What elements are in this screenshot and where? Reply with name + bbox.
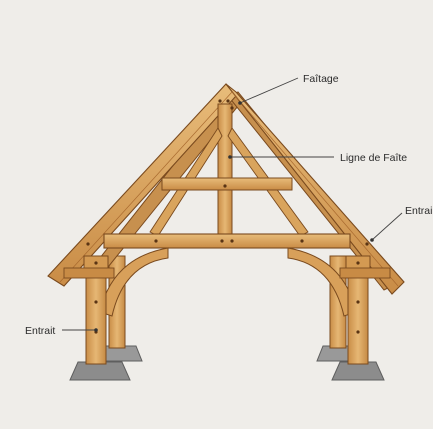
label-tie-right: Entrai (405, 205, 432, 217)
principal-rafters (47, 83, 405, 295)
curved-brace-left (99, 247, 169, 317)
plate-right (339, 267, 391, 279)
label-tie-left: Entrait (25, 325, 55, 337)
plate-left (63, 267, 115, 279)
leader-lines (62, 77, 403, 331)
leader-tie-right (371, 212, 403, 241)
leader-ridge (239, 77, 299, 104)
label-ridge-line: Ligne de Faîte (340, 152, 407, 164)
footing-front-left (69, 361, 131, 381)
footing-front-right (331, 361, 385, 381)
curved-brace-right (287, 247, 357, 317)
curved-braces (99, 247, 357, 317)
collar-beam (161, 177, 293, 191)
back-posts (108, 255, 347, 349)
leader-dots (94, 101, 374, 332)
label-ridge: Faîtage (303, 73, 339, 85)
stone-footings (69, 345, 385, 381)
tie-beam (103, 233, 351, 249)
king-post (217, 103, 233, 241)
